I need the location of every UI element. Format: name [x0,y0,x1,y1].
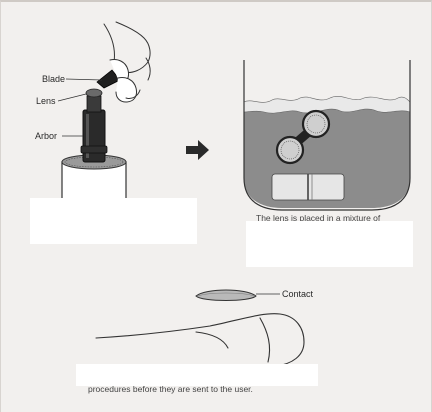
redaction-box-left [30,198,197,244]
contact-label: Contact [282,289,313,299]
blade-label: Blade [42,74,65,84]
lens-holder [272,174,344,200]
right-arrow-icon [186,140,209,160]
lens-blank [86,89,102,97]
redaction-box-bottom [76,364,318,386]
contact-lens [196,290,256,301]
beaker-illustration [244,60,410,210]
hand-holding-blade [104,22,150,102]
lathe-illustration [58,22,150,200]
lens-label: Lens [36,96,56,106]
redaction-box-right [246,221,413,267]
arbor-label: Arbor [35,131,57,141]
arbor [81,96,107,162]
